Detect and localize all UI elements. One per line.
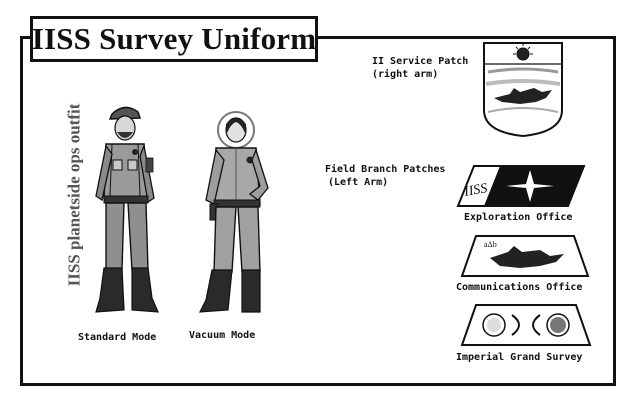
infinity-icon: [511, 314, 541, 336]
communications-office-label: Communications Office: [456, 282, 583, 293]
vertical-caption-text: IISS planetside ops outfit: [64, 103, 83, 287]
exploration-office-patch: IISS: [456, 165, 586, 207]
sunburst-icon: [516, 47, 530, 61]
communications-office-patch: aΔb: [460, 235, 590, 277]
standard-mode-label: Standard Mode: [78, 332, 157, 343]
service-patch-label: II Service Patch: [372, 56, 469, 67]
branch-patches-label: Field Branch Patches: [325, 164, 446, 175]
page-title: IISS Survey Uniform: [31, 21, 317, 56]
service-patch-sublabel: (right arm): [372, 69, 439, 80]
imperial-grand-survey-patch: [460, 304, 592, 346]
star-icon: [506, 170, 554, 202]
service-patch-shield: [483, 42, 563, 138]
branch-patches-sublabel: (Left Arm): [328, 177, 389, 188]
vacuum-mode-label: Vacuum Mode: [189, 330, 256, 341]
exploration-office-label: Exploration Office: [464, 212, 573, 223]
standard-mode-figure: [95, 106, 159, 313]
vacuum-mode-figure: [198, 111, 269, 313]
title-box: IISS Survey Uniform: [30, 16, 318, 62]
imperial-grand-survey-label: Imperial Grand Survey: [456, 352, 583, 363]
exploration-stripe-text: IISS: [462, 181, 489, 200]
communications-mark-text: aΔb: [484, 240, 497, 249]
